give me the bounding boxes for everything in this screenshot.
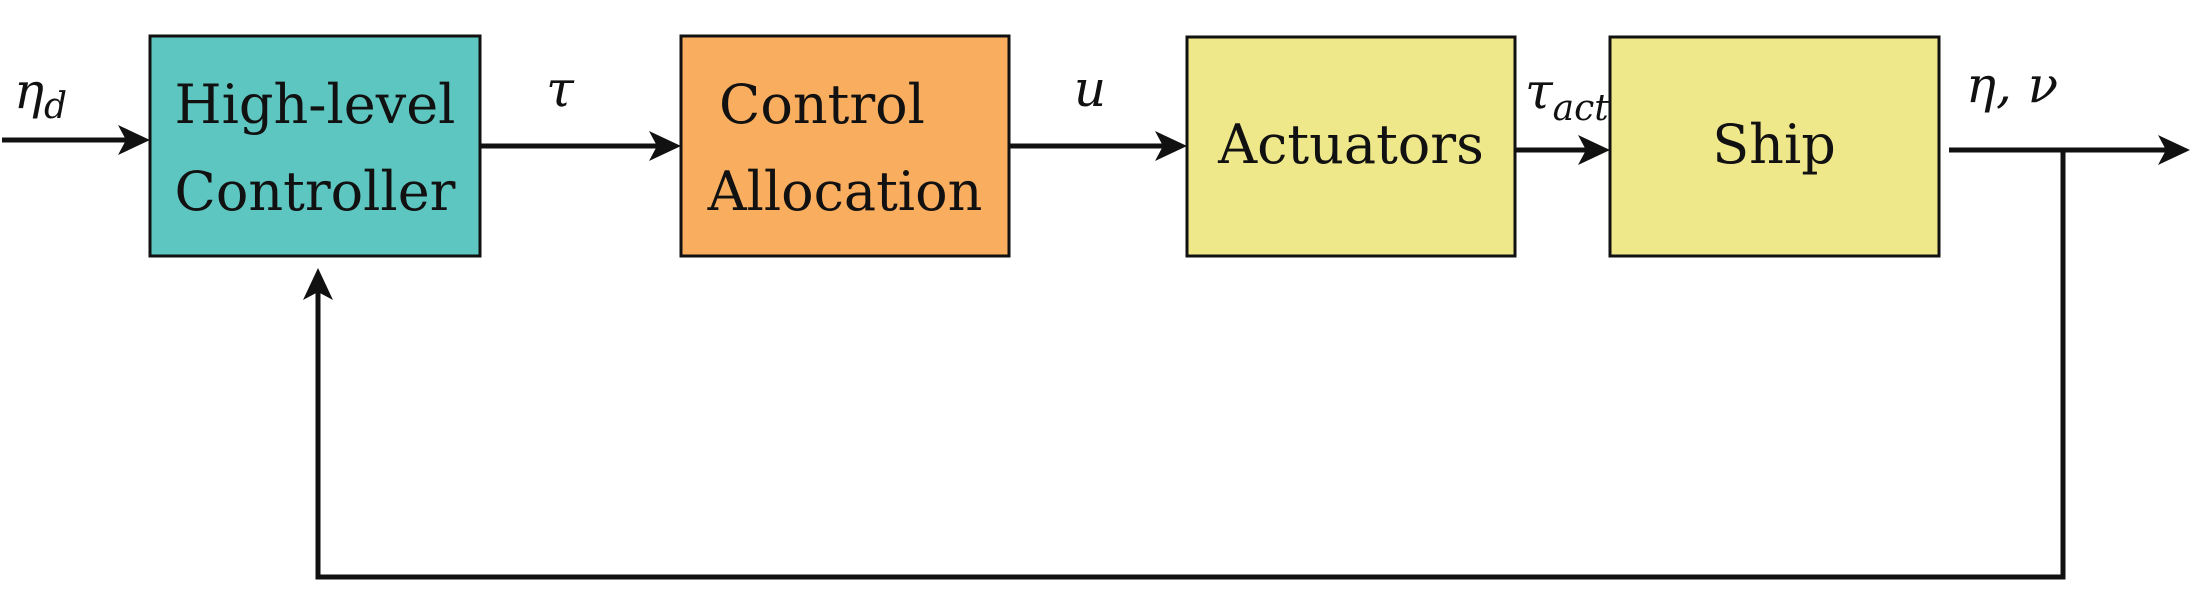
u-arrowhead bbox=[1155, 131, 1187, 161]
signal-eta-nu: η, ν bbox=[1966, 56, 2058, 114]
ship-label: Ship bbox=[1712, 113, 1836, 176]
feedback-arrowhead bbox=[303, 268, 333, 300]
actuators-label: Actuators bbox=[1217, 113, 1484, 176]
control-allocation-block bbox=[679, 34, 1011, 258]
signal-u: u bbox=[1074, 60, 1106, 118]
ship-block bbox=[1608, 35, 1941, 258]
high-level-controller-label-line2: Controller bbox=[175, 160, 456, 223]
control-allocation-label-line1: Control bbox=[719, 73, 925, 136]
control-allocation-label-line2: Allocation bbox=[707, 160, 983, 223]
high-level-controller-label-line1: High-level bbox=[175, 73, 456, 136]
signal-tau-act: τact bbox=[1525, 62, 1609, 129]
feedback-wire bbox=[315, 150, 2066, 580]
high-level-controller-block bbox=[148, 34, 482, 258]
signal-tau: τ bbox=[546, 60, 575, 118]
tau-act-arrowhead bbox=[1578, 135, 1610, 165]
signal-eta-d: ηd bbox=[14, 62, 67, 127]
actuators-block bbox=[1185, 35, 1517, 258]
input-arrowhead bbox=[118, 125, 150, 155]
output-arrowhead bbox=[2158, 135, 2190, 165]
tau-arrowhead bbox=[649, 131, 681, 161]
